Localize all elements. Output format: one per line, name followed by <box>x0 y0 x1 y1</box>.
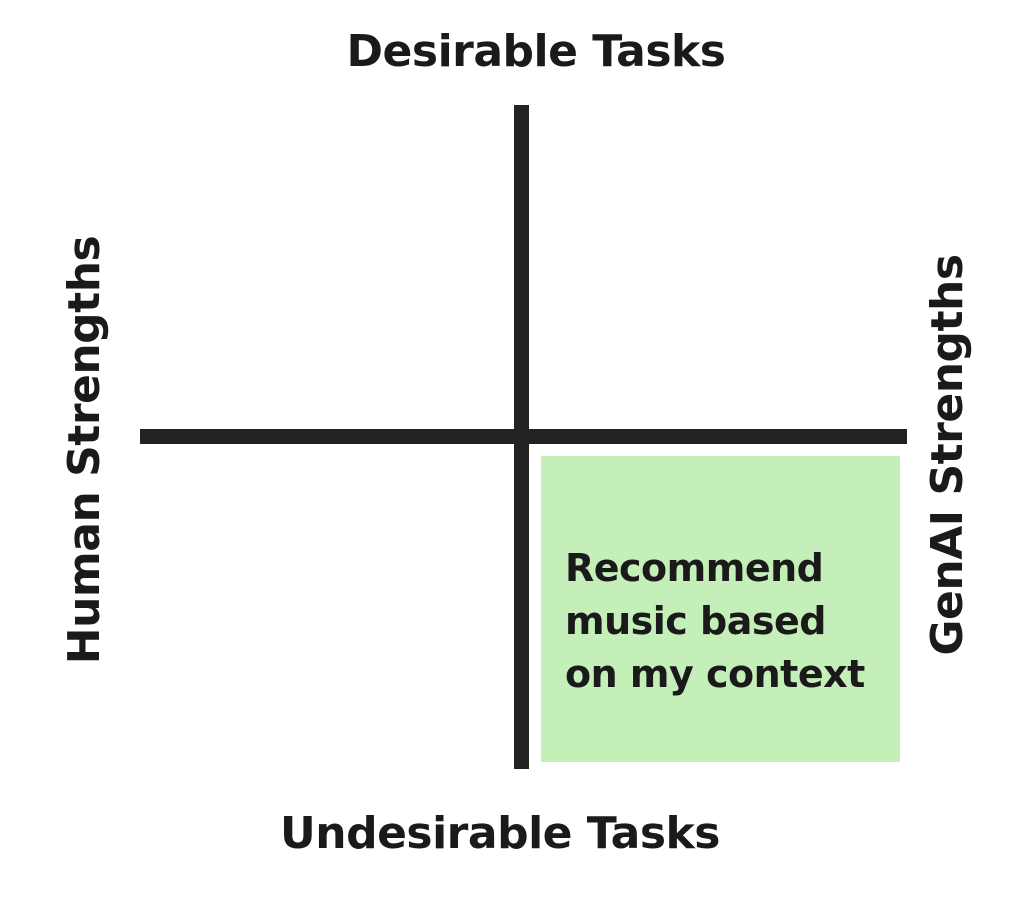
horizontal-axis-line <box>140 429 907 444</box>
quadrant-box-bottom-right: Recommend music based on my context <box>541 456 900 762</box>
axis-label-genai-strengths: GenAI Strengths <box>922 254 973 656</box>
axis-label-human-strengths: Human Strengths <box>59 235 110 665</box>
axis-label-undesirable-tasks: Undesirable Tasks <box>280 808 720 859</box>
quadrant-text: Recommend music based on my context <box>565 542 895 701</box>
quadrant-text-line: Recommend <box>565 546 824 590</box>
quadrant-text-line: on my context <box>565 652 865 696</box>
axis-label-desirable-tasks: Desirable Tasks <box>346 26 726 77</box>
quadrant-text-line: music based <box>565 599 826 643</box>
